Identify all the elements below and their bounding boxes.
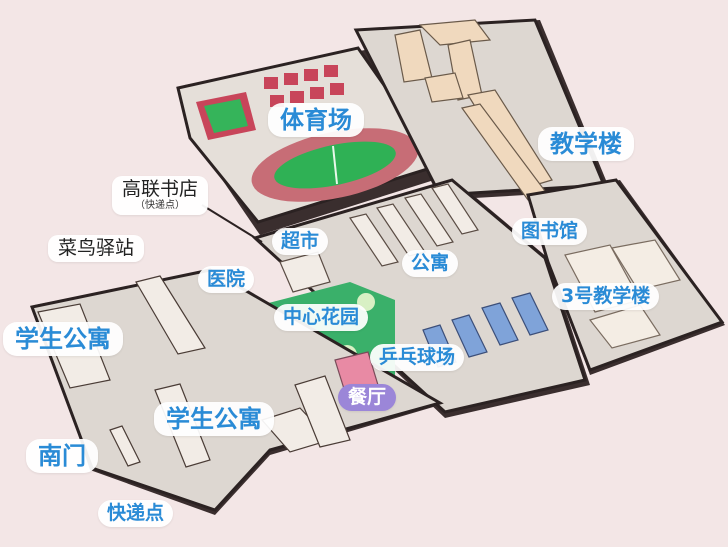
red-parking-grid [264, 65, 344, 107]
stadium-label[interactable]: 体育场 [268, 103, 364, 137]
express-point-label[interactable]: 快递点 [98, 500, 174, 527]
library-label[interactable]: 图书馆 [512, 218, 588, 245]
teaching-building-label[interactable]: 教学楼 [538, 127, 634, 161]
hospital-label[interactable]: 医院 [198, 266, 255, 293]
canteen-label[interactable]: 餐厅 [338, 384, 397, 411]
pingpong-court-label[interactable]: 乒乓球场 [370, 344, 465, 371]
apartment-label[interactable]: 公寓 [402, 250, 459, 277]
teaching-building-3-label[interactable]: 3号教学楼 [552, 283, 660, 310]
cainiao-station-label[interactable]: 菜鸟驿站 [48, 235, 145, 262]
student-apartment-bottom-label[interactable]: 学生公寓 [154, 402, 274, 436]
bookstore-name: 高联书店 [122, 178, 199, 200]
bookstore-label[interactable]: 高联书店 （快递点） [112, 176, 209, 215]
south-gate-label[interactable]: 南门 [26, 439, 98, 473]
central-garden-label[interactable]: 中心花园 [274, 304, 369, 331]
center-block [252, 178, 587, 414]
student-apartment-left-label[interactable]: 学生公寓 [3, 322, 123, 356]
supermarket-label[interactable]: 超市 [272, 228, 329, 255]
bookstore-sub: （快递点） [135, 200, 185, 211]
